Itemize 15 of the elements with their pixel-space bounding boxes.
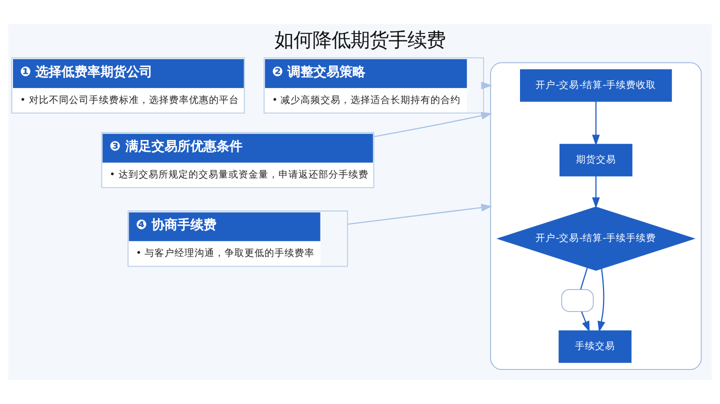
arrow xyxy=(598,268,606,332)
arrow xyxy=(592,176,600,208)
arrow xyxy=(374,112,492,138)
node-box: 开户-交易-结算-手续费收取 xyxy=(520,69,672,102)
arrow xyxy=(481,82,492,90)
node-box: 手续交易 xyxy=(558,330,632,363)
arrow xyxy=(348,204,492,225)
diagram-title: 如何降低期货手续费 xyxy=(274,28,446,52)
node-box: 期货交易 xyxy=(560,144,632,176)
node-diamond: 开户-交易-结算-手续手续费 xyxy=(496,206,696,271)
arrow xyxy=(581,312,590,332)
arrow xyxy=(592,101,600,146)
node-box xyxy=(561,289,594,312)
connector xyxy=(580,268,588,290)
cluster xyxy=(490,62,702,370)
